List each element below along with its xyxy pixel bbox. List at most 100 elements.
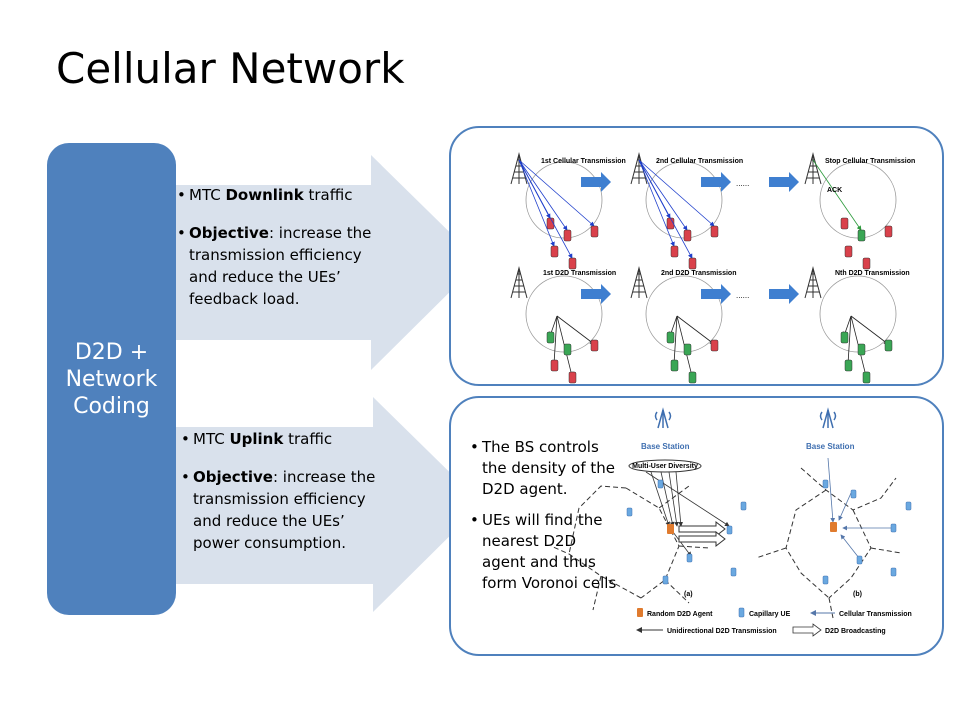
row2-link-1-1 (671, 315, 678, 365)
legend-capillary-icon (738, 607, 745, 618)
multi-user-label: Multi-User Diversity (632, 463, 698, 470)
subfigure-a-label: (a) (684, 591, 693, 598)
uplink-objective-item: Objective: increase the transmission eff… (181, 466, 381, 554)
row1-label-1: 1st Cellular Transmission (541, 158, 626, 165)
row2-ue-2-4-icon (857, 343, 866, 356)
downlink-figure: 1st Cellular Transmission 2nd Cellular T… (510, 152, 915, 384)
uplink-prefix: MTC (193, 430, 230, 448)
row2-link-2-1 (845, 315, 852, 365)
row2-link-2-3 (850, 315, 889, 345)
row1-ue-2-2-icon (862, 257, 871, 270)
row1-ue-2-0-icon (840, 217, 849, 230)
row1-link-1-1 (638, 159, 675, 247)
row2-link-0-3 (556, 315, 595, 345)
capillary-ues-a (626, 479, 747, 585)
row2-ue-0-3-icon (590, 339, 599, 352)
bullet-voronoi: UEs will find the nearest D2D agent and … (470, 510, 620, 594)
row2-label-3: Nth D2D Transmission (835, 270, 910, 277)
subfigure-b-label: (b) (853, 591, 862, 598)
pillar-label: D2D + Network Coding (65, 339, 158, 419)
row2-ue-0-4-icon (563, 343, 572, 356)
base-station-b-icon (819, 407, 837, 429)
row1-ellipsis: ...... (736, 179, 749, 188)
row1-ue-1-2-icon (688, 257, 697, 270)
slide-title: Cellular Network (56, 44, 405, 93)
row2-ue-2-1-icon (844, 359, 853, 372)
uplink-objective-label: Objective (193, 468, 273, 486)
row2-label-2: 2nd D2D Transmission (661, 270, 736, 277)
d2d-agent-b-icon (830, 522, 837, 532)
uplink-suffix: traffic (283, 430, 333, 448)
base-station-a-label: Base Station (641, 442, 690, 451)
voronoi-b (755, 467, 902, 619)
stage-arrow-1 (581, 172, 611, 192)
row2-ue-2-2-icon (862, 371, 871, 384)
stage-arrow-3 (769, 172, 799, 192)
legend-agent-icon (637, 608, 643, 617)
row2-ue-0-1-icon (550, 359, 559, 372)
row2-ue-0-0-icon (546, 331, 555, 344)
broadcast-arrows-a (678, 520, 726, 548)
row2-link-0-1 (551, 315, 558, 365)
capillary-ues-b (822, 479, 912, 585)
row1-ue-2-3-icon (884, 225, 893, 238)
uplink-bullets: MTC Uplink traffic Objective: increase t… (181, 428, 381, 562)
downlink-objective-text: : increase the transmission efficiency a… (189, 224, 372, 308)
row1-link-1-3 (638, 159, 715, 227)
row1-link-1-4 (638, 159, 688, 231)
stage-arrow-5 (701, 284, 731, 304)
row2-ue-0-2-icon (568, 371, 577, 384)
legend-broadcast-arrow (792, 623, 822, 637)
row1-link-1-2 (638, 159, 693, 259)
downlink-bullets: MTC Downlink traffic Objective: increase… (177, 184, 377, 318)
row2-cell-2 (819, 275, 897, 353)
row2-ellipsis: ...... (736, 291, 749, 300)
multi-user-ellipse (628, 459, 702, 473)
row1-link-2-4 (812, 159, 862, 231)
row1-tower-0-icon (510, 152, 528, 185)
row2-ue-1-4-icon (683, 343, 692, 356)
legend-cellular: Cellular Transmission (839, 611, 912, 618)
row1-tower-2-icon (804, 152, 822, 185)
bullet-bs-controls: The BS controls the density of the D2D a… (470, 437, 620, 500)
row1-link-0-2 (518, 159, 573, 259)
row1-ue-1-4-icon (683, 229, 692, 242)
row2-ue-1-1-icon (670, 359, 679, 372)
ack-label: ACK (827, 187, 842, 194)
row2-tower-1-icon (630, 266, 648, 299)
stage-arrow-4 (581, 284, 611, 304)
row2-ue-2-3-icon (884, 339, 893, 352)
uplink-objective-text: : increase the transmission efficiency a… (193, 468, 376, 552)
row1-ue-0-3-icon (590, 225, 599, 238)
row2-cell-0 (525, 275, 603, 353)
row2-ue-2-0-icon (840, 331, 849, 344)
downlink-bold: Downlink (225, 186, 304, 204)
downlink-suffix: traffic (303, 186, 353, 204)
row2-ue-1-0-icon (666, 331, 675, 344)
uplink-figure: Base Station Base Station Multi-User Div… (550, 407, 912, 637)
d2d-agent-a-icon (667, 524, 674, 534)
row1-ue-2-1-icon (844, 245, 853, 258)
downlink-prefix: MTC (189, 186, 226, 204)
legend-capillary: Capillary UE (749, 611, 791, 618)
row1-ue-1-1-icon (670, 245, 679, 258)
legend-broadcast: D2D Broadcasting (825, 628, 886, 635)
row1-link-0-4 (518, 159, 568, 231)
downlink-traffic-item: MTC Downlink traffic (177, 184, 377, 206)
downlink-objective-label: Objective (189, 224, 269, 242)
downlink-figure-panel: 1st Cellular Transmission 2nd Cellular T… (449, 126, 944, 386)
downlink-objective-item: Objective: increase the transmission eff… (177, 222, 377, 310)
row1-label-3: Stop Cellular Transmission (825, 158, 915, 165)
row1-link-0-1 (518, 159, 555, 247)
row2-cell-1 (645, 275, 723, 353)
row2-tower-2-icon (804, 266, 822, 299)
row1-ue-0-4-icon (563, 229, 572, 242)
row1-link-0-3 (518, 159, 595, 227)
row1-ue-1-3-icon (710, 225, 719, 238)
stage-arrow-6 (769, 284, 799, 304)
row1-ue-2-4-icon (857, 229, 866, 242)
legend-uni: Unidirectional D2D Transmission (667, 628, 777, 635)
base-station-b-label: Base Station (806, 442, 855, 451)
row2-ue-1-2-icon (688, 371, 697, 384)
uplink-bold: Uplink (229, 430, 284, 448)
